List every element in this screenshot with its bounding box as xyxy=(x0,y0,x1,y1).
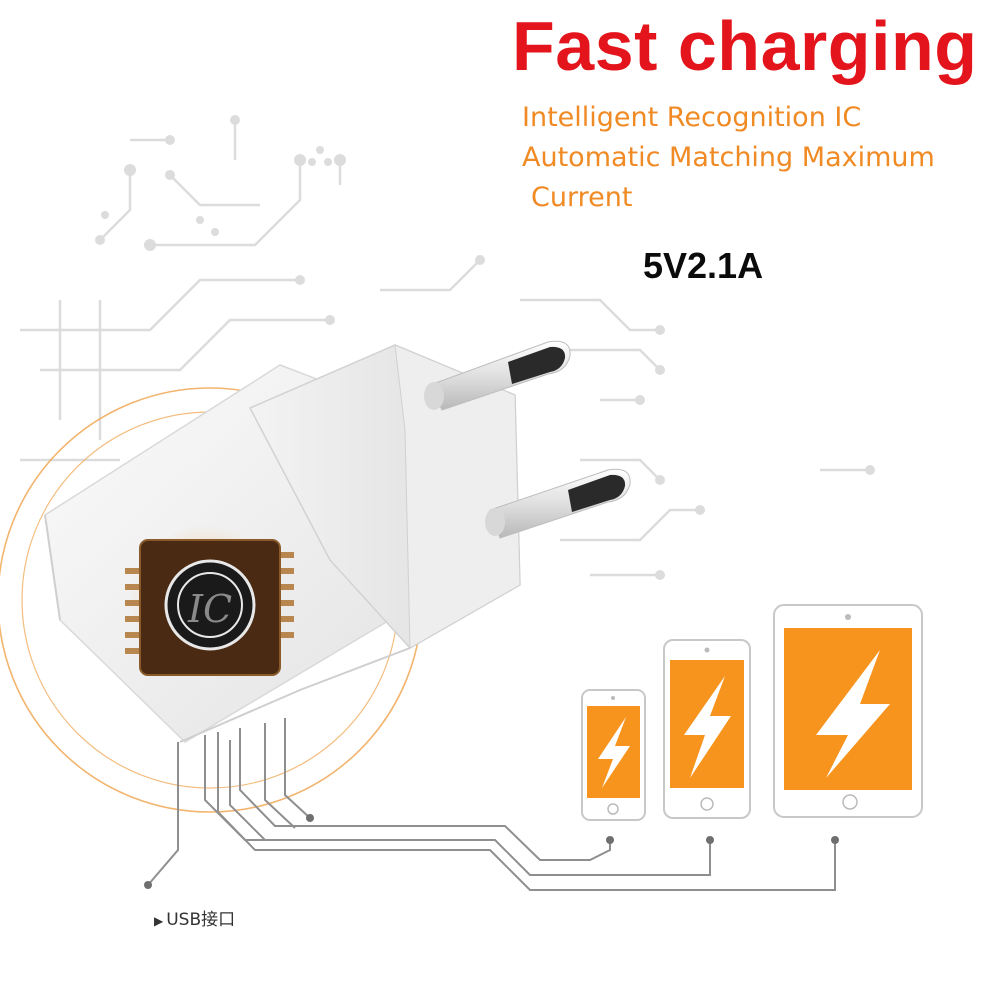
description-line-2: Automatic Matching Maximum xyxy=(522,142,935,173)
description-line-3: Current xyxy=(531,182,633,213)
headline: Fast charging xyxy=(512,7,978,85)
lightning-bolt-icon xyxy=(816,650,890,778)
usb-label-text: USB接口 xyxy=(166,910,236,930)
lightning-bolt-icon xyxy=(598,717,630,788)
arrow-right-icon: ▶ xyxy=(154,914,164,928)
phone xyxy=(663,639,751,819)
plug-pins xyxy=(424,340,631,539)
feature-description: Intelligent Recognition IC Automatic Mat… xyxy=(522,98,997,218)
cable-ends xyxy=(144,814,839,889)
small-phone xyxy=(581,689,646,821)
lightning-bolt-icon xyxy=(684,676,731,778)
output-spec: 5V2.1A xyxy=(643,245,764,286)
circuit-background xyxy=(20,120,870,577)
chip-marking: IC xyxy=(187,587,232,631)
description-line-1: Intelligent Recognition IC xyxy=(522,102,862,133)
usb-cables xyxy=(147,718,836,891)
circuit-pads xyxy=(95,115,875,580)
usb-port-label: ▶USB接口 xyxy=(154,905,235,930)
ic-chip-icon: IC xyxy=(125,525,294,676)
tablet xyxy=(773,604,923,818)
